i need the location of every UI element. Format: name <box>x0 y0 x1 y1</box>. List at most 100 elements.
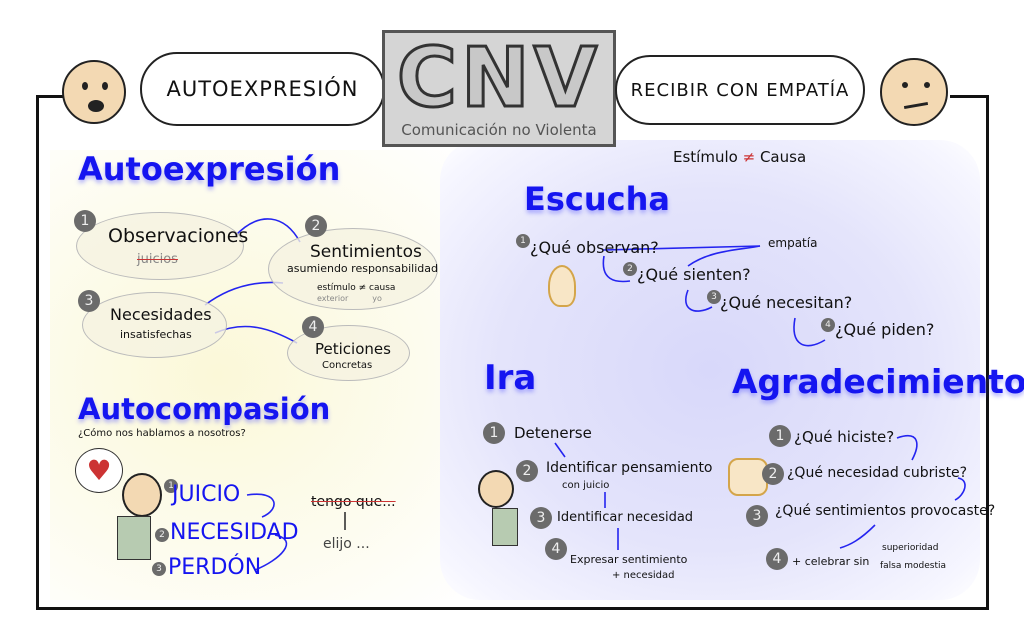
step-number: 3 <box>152 562 166 576</box>
step-number: 1 <box>769 425 791 447</box>
step-sub: insatisfechas <box>120 328 192 341</box>
logo-title: CNV <box>395 31 602 126</box>
arrow <box>254 534 288 571</box>
step-label: NECESIDAD <box>170 520 299 545</box>
step-number: 2 <box>623 262 637 276</box>
step-label: ¿Qué necesidad cubriste? <box>787 465 968 481</box>
step-sub: con juicio <box>562 480 610 491</box>
step-number: 3 <box>530 507 552 529</box>
arrow <box>214 325 298 344</box>
empatia-label: empatía <box>768 236 818 250</box>
step-number: 2 <box>762 463 784 485</box>
step-sub: asumiendo responsabilidad <box>287 262 438 275</box>
step-number: 4 <box>302 316 324 338</box>
arrow <box>954 477 966 501</box>
frame <box>36 95 989 610</box>
text: yo <box>372 294 382 303</box>
step-label: Identificar pensamiento <box>546 460 713 476</box>
escucha-title: Escucha <box>524 180 670 218</box>
step-number: 4 <box>545 538 567 560</box>
empatia-line <box>687 245 761 267</box>
step-label: Identificar necesidad <box>557 510 694 525</box>
step-number: 3 <box>707 290 721 304</box>
empathy-bubble: RECIBIR CON EMPATÍA <box>615 55 865 125</box>
cnv-logo: CNV Comunicación no Violenta <box>382 30 616 147</box>
step-label: Expresar sentimiento <box>570 553 688 566</box>
arrow <box>839 524 876 549</box>
text: causa <box>369 283 396 293</box>
step-ellipse <box>76 212 244 280</box>
step-label: PERDÓN <box>168 555 262 580</box>
text: ≠ <box>742 148 756 166</box>
step-label: Sentimientos <box>310 242 422 262</box>
frame-edge <box>950 95 989 98</box>
estimulo-causa-small: estímulo ≠ causa <box>317 283 395 293</box>
arrow <box>793 317 826 347</box>
step-ellipse <box>82 292 227 358</box>
step-number: 2 <box>305 215 327 237</box>
step-number: 4 <box>821 318 835 332</box>
step-label: ¿Qué necesitan? <box>720 293 853 312</box>
estimulo-causa: Estímulo ≠ Causa <box>673 148 806 166</box>
step-ellipse <box>268 228 438 310</box>
crossed-text: tengo que... <box>311 494 396 510</box>
step-label: JUICIO <box>172 482 241 507</box>
step-number: 1 <box>483 422 505 444</box>
arrow <box>685 289 713 312</box>
text: Estímulo <box>673 148 738 166</box>
angry-person-body-icon <box>492 508 518 546</box>
step-number: 2 <box>516 460 538 482</box>
talking-face-icon <box>62 60 126 124</box>
step-label: Observaciones <box>108 225 249 247</box>
empathy-background <box>440 140 980 600</box>
step-label: ¿Qué sentimientos provocaste? <box>775 503 996 519</box>
ear-icon <box>548 265 576 307</box>
step-number: 2 <box>155 528 169 542</box>
step-label: + celebrar sin <box>792 555 870 568</box>
arrow <box>204 281 284 306</box>
replacement-text: elijo ... <box>323 536 370 552</box>
step-label: Detenerse <box>514 424 592 442</box>
exterior-yo: exterior yo <box>317 294 382 303</box>
step-number: 1 <box>516 234 530 248</box>
step-label: Necesidades <box>110 305 212 324</box>
listening-face-icon <box>880 58 948 126</box>
step-number: 1 <box>74 210 96 232</box>
autoexpresion-title: Autoexpresión <box>78 150 341 188</box>
text: ≠ <box>358 283 367 293</box>
text: estímulo <box>317 283 356 293</box>
step-label: ¿Qué sienten? <box>637 265 751 284</box>
autoexpresion-bubble: AUTOEXPRESIÓN <box>140 52 385 126</box>
text: exterior <box>317 294 349 303</box>
frame-edge <box>36 95 66 98</box>
empatia-line <box>602 245 761 251</box>
arrow <box>554 442 566 458</box>
step-ellipse <box>287 325 410 381</box>
bubble-label: RECIBIR CON EMPATÍA <box>630 79 850 101</box>
arrow <box>246 493 275 518</box>
step-label: Peticiones <box>315 340 391 358</box>
step-sub: + necesidad <box>612 570 675 581</box>
step-number: 3 <box>78 290 100 312</box>
step-number: 3 <box>746 505 768 527</box>
step-sub: Concretas <box>322 360 373 371</box>
ira-title: Ira <box>484 358 537 398</box>
text: Causa <box>759 148 807 166</box>
step-number: 4 <box>766 548 788 570</box>
crossed-note: juicios <box>137 252 178 267</box>
person-head-icon <box>122 473 162 517</box>
autocompasion-subtitle: ¿Cómo nos hablamos a nosotros? <box>78 428 246 439</box>
step-label: ¿Qué observan? <box>530 238 659 257</box>
step-label: ¿Qué piden? <box>835 320 935 339</box>
agradecimiento-title: Agradecimiento <box>732 362 1024 401</box>
autocompasion-title: Autocompasión <box>78 392 331 426</box>
step-sub: superioridad <box>882 543 939 553</box>
step-label: ¿Qué hiciste? <box>794 428 895 446</box>
person-body-icon <box>117 516 151 560</box>
arrow <box>896 435 918 461</box>
step-sub: falsa modestia <box>880 561 947 571</box>
arrow <box>602 255 631 283</box>
bubble-label: AUTOEXPRESIÓN <box>166 77 359 101</box>
angry-person-head-icon <box>478 470 514 508</box>
arrow <box>234 218 301 243</box>
